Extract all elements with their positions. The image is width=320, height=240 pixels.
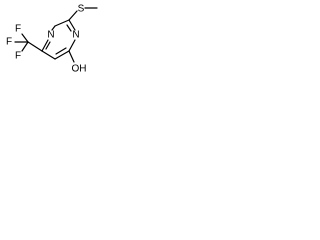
bond-c4-o — [68, 50, 75, 63]
atom-f-bottom: F — [15, 51, 21, 62]
bond-c6-n1-inner — [45, 41, 51, 50]
bond-c5-c6 — [41, 50, 56, 60]
bond-c2-n3 — [68, 19, 76, 31]
atom-f-top: F — [15, 24, 21, 35]
bond-c4-c5 — [54, 50, 70, 60]
atom-oh: OH — [72, 64, 87, 75]
atom-s: S — [78, 4, 85, 15]
bond-c6-cf3 — [27, 41, 43, 52]
bond-n3-c4 — [68, 39, 76, 52]
atom-n-bottom: N — [72, 30, 79, 41]
bond-n1-c2 — [51, 25, 56, 31]
bond-cf3-f-top — [21, 33, 29, 43]
bond-n1-c2-b — [54, 19, 70, 27]
chemical-structure: S N N OH F F F — [6, 4, 98, 75]
atom-f-left: F — [6, 37, 12, 48]
bond-cf3-f-bottom — [21, 41, 29, 52]
bond-c2-s — [68, 10, 78, 21]
bond-c4-c5-inner — [55, 47, 67, 55]
atom-n-top: N — [47, 30, 54, 41]
bond-c6-n1 — [41, 39, 49, 52]
bond-c2-n3-inner — [66, 24, 72, 32]
